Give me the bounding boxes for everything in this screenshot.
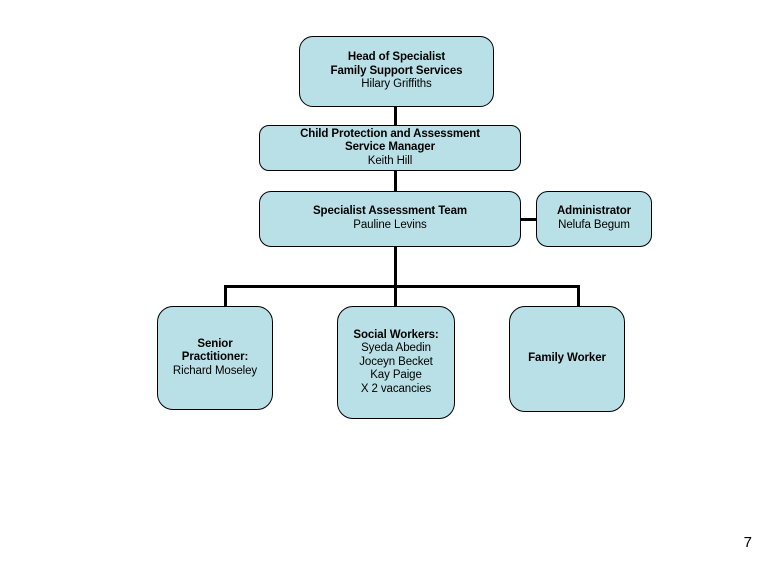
connector-head-to-cp-manager (394, 107, 397, 125)
org-node-person: Richard Moseley (172, 364, 258, 377)
org-node-title-line1: Family Worker (528, 352, 606, 365)
org-node-vacancies: X 2 vacancies (360, 382, 432, 395)
org-node-head-of-specialist-family-support-services[interactable]: Head of Specialist Family Support Servic… (299, 36, 494, 107)
connector-horizontal-bar (224, 285, 580, 288)
org-node-social-workers[interactable]: Social Workers: Syeda Abedin Joceyn Beck… (337, 306, 455, 419)
connector-specialist-team-to-administrator (521, 218, 536, 221)
org-node-person-1: Syeda Abedin (361, 342, 431, 355)
org-node-title-line1: Senior (197, 337, 233, 350)
org-node-family-worker[interactable]: Family Worker (509, 306, 625, 412)
org-node-title-line1: Administrator (556, 205, 632, 218)
connector-specialist-team-down (394, 247, 397, 287)
org-node-person: Nelufa Begum (558, 219, 630, 231)
org-node-specialist-assessment-team[interactable]: Specialist Assessment Team Pauline Levin… (259, 191, 521, 247)
org-node-senior-practitioner[interactable]: Senior Practitioner: Richard Moseley (157, 306, 273, 410)
org-node-person: Hilary Griffiths (361, 78, 432, 91)
connector-drop-family-worker (577, 285, 580, 306)
org-node-person-2: Joceyn Becket (359, 355, 433, 368)
org-node-person: Keith Hill (367, 154, 413, 167)
org-node-title-line1: Head of Specialist (347, 51, 446, 64)
org-node-title-line1: Child Protection and Assessment (300, 127, 480, 140)
org-node-child-protection-and-assessment-service-manager[interactable]: Child Protection and Assessment Service … (259, 125, 521, 171)
org-node-title-line2: Family Support Services (330, 64, 463, 77)
org-node-person-3: Kay Paige (370, 369, 422, 382)
connector-cp-manager-to-specialist-team (394, 171, 397, 191)
org-node-title-line1: Specialist Assessment Team (312, 205, 467, 218)
org-node-title-line2: Practitioner: (181, 351, 249, 364)
connector-drop-senior-practitioner (224, 285, 227, 306)
connector-drop-social-workers (394, 285, 397, 306)
org-node-person: Pauline Levins (353, 219, 427, 231)
org-node-administrator[interactable]: Administrator Nelufa Begum (536, 191, 652, 247)
org-node-title-line2: Service Manager (345, 141, 435, 154)
org-node-title-line1: Social Workers: (353, 328, 439, 341)
page-number: 7 (743, 534, 752, 551)
